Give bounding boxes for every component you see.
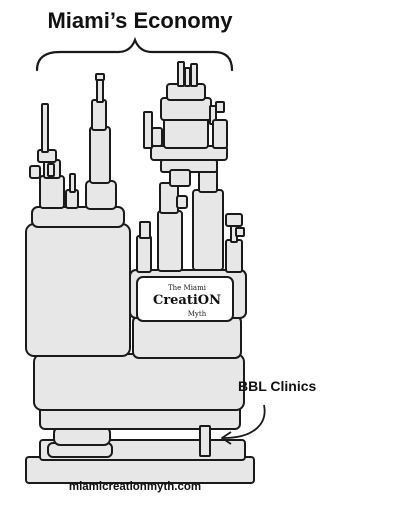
sculpture-block — [132, 315, 242, 359]
sculpture-block — [89, 126, 111, 184]
diagram-title: Miami’s Economy — [47, 8, 233, 33]
sculpture-block — [235, 227, 245, 237]
callout-arrow — [223, 404, 266, 439]
sculpture-block — [85, 180, 117, 210]
callout-label: BBL Clinics — [238, 378, 317, 394]
sculpture-block — [160, 97, 212, 121]
logo-panel: The Miami CreatiON Myth — [136, 276, 234, 322]
sculpture-block — [159, 182, 179, 214]
sculpture-block — [69, 173, 76, 193]
sculpture-block — [41, 103, 49, 153]
sculpture-block — [136, 235, 152, 273]
logo-main-text: CreatiON — [153, 293, 221, 308]
sculpture-block — [139, 221, 151, 239]
sculpture-block — [25, 223, 131, 357]
sculpture-block — [192, 189, 224, 271]
sculpture-block — [163, 117, 209, 149]
sculpture-block — [190, 63, 198, 87]
sculpture-block — [212, 119, 228, 149]
sculpture-block — [199, 425, 211, 457]
sculpture-block — [151, 127, 163, 147]
economy-blocks — [25, 61, 255, 484]
sculpture-block — [91, 99, 107, 131]
website-url: miamicreationmyth.com — [68, 481, 202, 493]
logo-bottom-text: Myth — [188, 310, 207, 318]
sculpture-block — [157, 210, 183, 272]
sculpture-block — [225, 239, 243, 273]
sculpture-block — [169, 169, 191, 187]
logo-top-text: The Miami — [168, 284, 207, 292]
sculpture-block — [143, 111, 153, 149]
sculpture-block — [225, 213, 243, 227]
sculpture-block — [176, 195, 188, 209]
sculpture-block — [47, 163, 55, 177]
sculpture-block — [29, 165, 41, 179]
sculpture-block — [184, 67, 191, 87]
sculpture-block — [177, 61, 185, 87]
curly-brace — [35, 36, 234, 72]
sculpture-block — [96, 77, 104, 103]
sculpture-block — [215, 101, 225, 113]
sculpture-block — [33, 353, 245, 411]
sculpture-block — [95, 73, 105, 81]
sculpture-block — [39, 175, 65, 209]
callout-arrowhead — [221, 431, 232, 445]
